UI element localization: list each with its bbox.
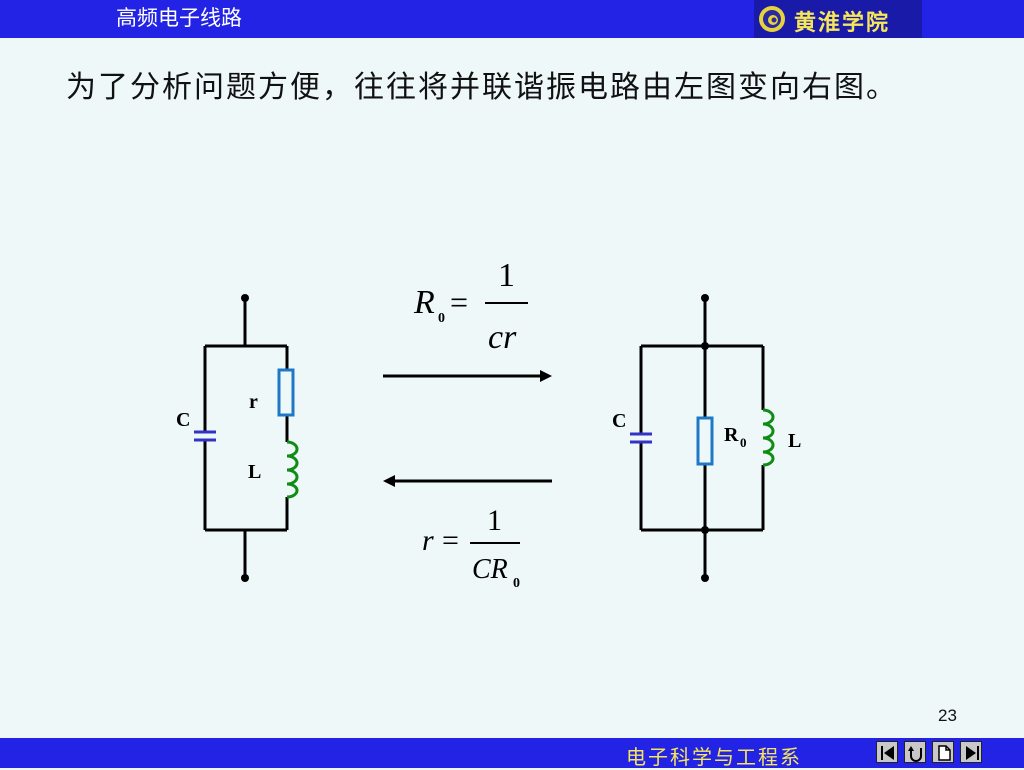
department-name: 电子科学与工程系 xyxy=(626,745,802,769)
inductor-symbol xyxy=(762,408,775,467)
slide-heading: 为了分析问题方便，往往将并联谐振电路由左图变向右图。 xyxy=(66,70,898,105)
page-number: 23 xyxy=(938,706,957,725)
right-res-label: R xyxy=(724,424,739,446)
right-ind-label: L xyxy=(788,430,801,452)
course-title: 高频电子线路 xyxy=(116,6,242,30)
formula-r0: R 0 = 1 cr xyxy=(413,257,528,356)
left-res-label: r xyxy=(249,391,258,413)
right-circuit xyxy=(639,294,765,582)
formula-bottom-den-sub: 0 xyxy=(513,576,520,591)
formula-top-lhs-sub: 0 xyxy=(438,311,445,326)
circuit-diagram: C r L R 0 = 1 cr r = 1 CR 0 xyxy=(176,257,801,591)
first-page-icon xyxy=(881,746,894,760)
junction-dot xyxy=(701,342,709,350)
first-page-button[interactable] xyxy=(876,741,898,763)
formula-bottom-den: CR xyxy=(472,554,508,585)
resistor-symbol xyxy=(277,368,295,417)
last-page-icon xyxy=(966,746,979,760)
formula-top-num: 1 xyxy=(498,257,515,294)
formula-top-eq: = xyxy=(450,284,468,320)
resistor-symbol xyxy=(696,416,714,466)
capacitor-symbol xyxy=(194,430,216,442)
right-arrow xyxy=(383,370,552,382)
junction-dot xyxy=(701,526,709,534)
formula-top-den: cr xyxy=(488,319,517,356)
formula-bottom-num: 1 xyxy=(487,504,502,537)
left-arrow xyxy=(383,475,552,487)
return-button[interactable] xyxy=(904,741,926,763)
left-circuit xyxy=(203,294,289,582)
last-page-button[interactable] xyxy=(960,741,982,763)
logo-text: 黄淮学院 xyxy=(794,10,891,36)
page-button[interactable] xyxy=(932,741,954,763)
footer-bar: 电子科学与工程系 xyxy=(0,738,1024,769)
left-ind-label: L xyxy=(248,461,261,483)
formula-bottom-lhs: r xyxy=(422,524,434,557)
formula-r: r = 1 CR 0 xyxy=(422,504,520,591)
left-cap-label: C xyxy=(176,409,190,431)
capacitor-symbol xyxy=(630,432,652,444)
return-icon xyxy=(908,746,922,762)
right-res-sub: 0 xyxy=(740,435,747,450)
right-cap-label: C xyxy=(612,410,626,432)
page-icon xyxy=(938,745,951,761)
terminal-dot xyxy=(701,574,709,582)
title-bar: 高频电子线路 黄淮学院 xyxy=(0,0,1024,38)
logo-swirl-icon xyxy=(759,6,785,32)
school-logo: 黄淮学院 xyxy=(754,0,922,38)
formula-bottom-eq: = xyxy=(442,524,459,557)
formula-top-lhs: R xyxy=(413,284,435,321)
inductor-symbol xyxy=(286,440,299,499)
terminal-dot xyxy=(241,574,249,582)
